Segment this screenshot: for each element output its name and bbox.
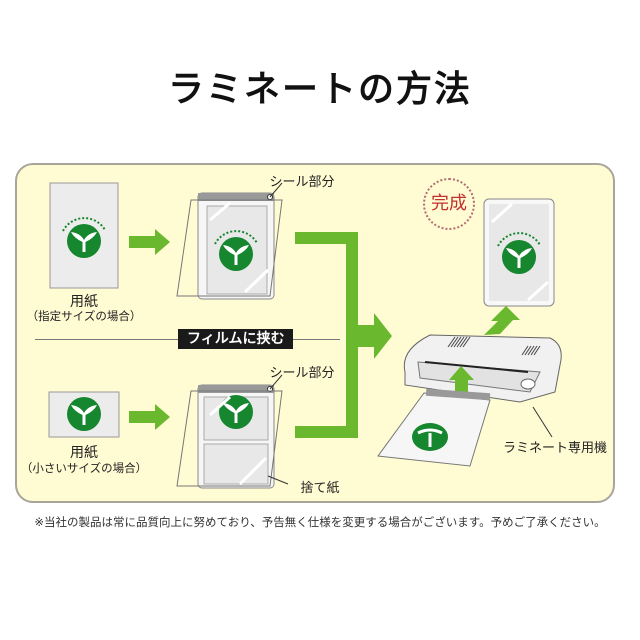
footnote: ※当社の製品は常に品質向上に努めており、予告無く仕様を変更する場合がございます。… bbox=[34, 515, 606, 529]
pouch-entering-illustration bbox=[377, 388, 491, 467]
seal-label-top: シール部分 bbox=[269, 175, 335, 190]
machine-pointer bbox=[532, 406, 553, 438]
page-title: ラミネートの方法 bbox=[167, 69, 472, 110]
paper-small-label: 用紙 bbox=[70, 445, 98, 461]
discard-pointer bbox=[267, 475, 289, 485]
seal-pointer-top bbox=[269, 182, 283, 198]
paper-standard-label: 用紙 bbox=[70, 294, 98, 310]
seal-label-bottom: シール部分 bbox=[269, 366, 335, 381]
finished-laminate-illustration bbox=[483, 198, 555, 307]
divider-line bbox=[35, 339, 315, 340]
film-sandwich-badge: フィルムに挟む bbox=[178, 329, 294, 349]
arrow-right-icon bbox=[129, 404, 170, 430]
eco-logo-icon bbox=[67, 224, 101, 258]
seal-pointer-bottom bbox=[269, 374, 283, 390]
laminate-pouch-illustration bbox=[176, 192, 283, 300]
paper-small-sublabel: （小さいサイズの場合） bbox=[20, 461, 148, 475]
paper-small-illustration bbox=[48, 391, 120, 438]
arrow-up-icon bbox=[484, 306, 520, 335]
laminator-label: ラミネート専用機 bbox=[502, 441, 607, 456]
arrow-right-icon bbox=[129, 229, 170, 255]
laminate-pouch-small-illustration bbox=[176, 384, 283, 489]
paper-standard-sublabel: （指定サイズの場合） bbox=[26, 309, 142, 323]
laminator-icon bbox=[403, 334, 562, 403]
paper-standard-illustration bbox=[49, 182, 119, 289]
bracket-arrow-icon bbox=[295, 232, 392, 438]
discard-paper-label: 捨て紙 bbox=[300, 481, 340, 496]
done-badge: 完成 bbox=[423, 178, 475, 230]
divider-line-right bbox=[290, 339, 340, 340]
